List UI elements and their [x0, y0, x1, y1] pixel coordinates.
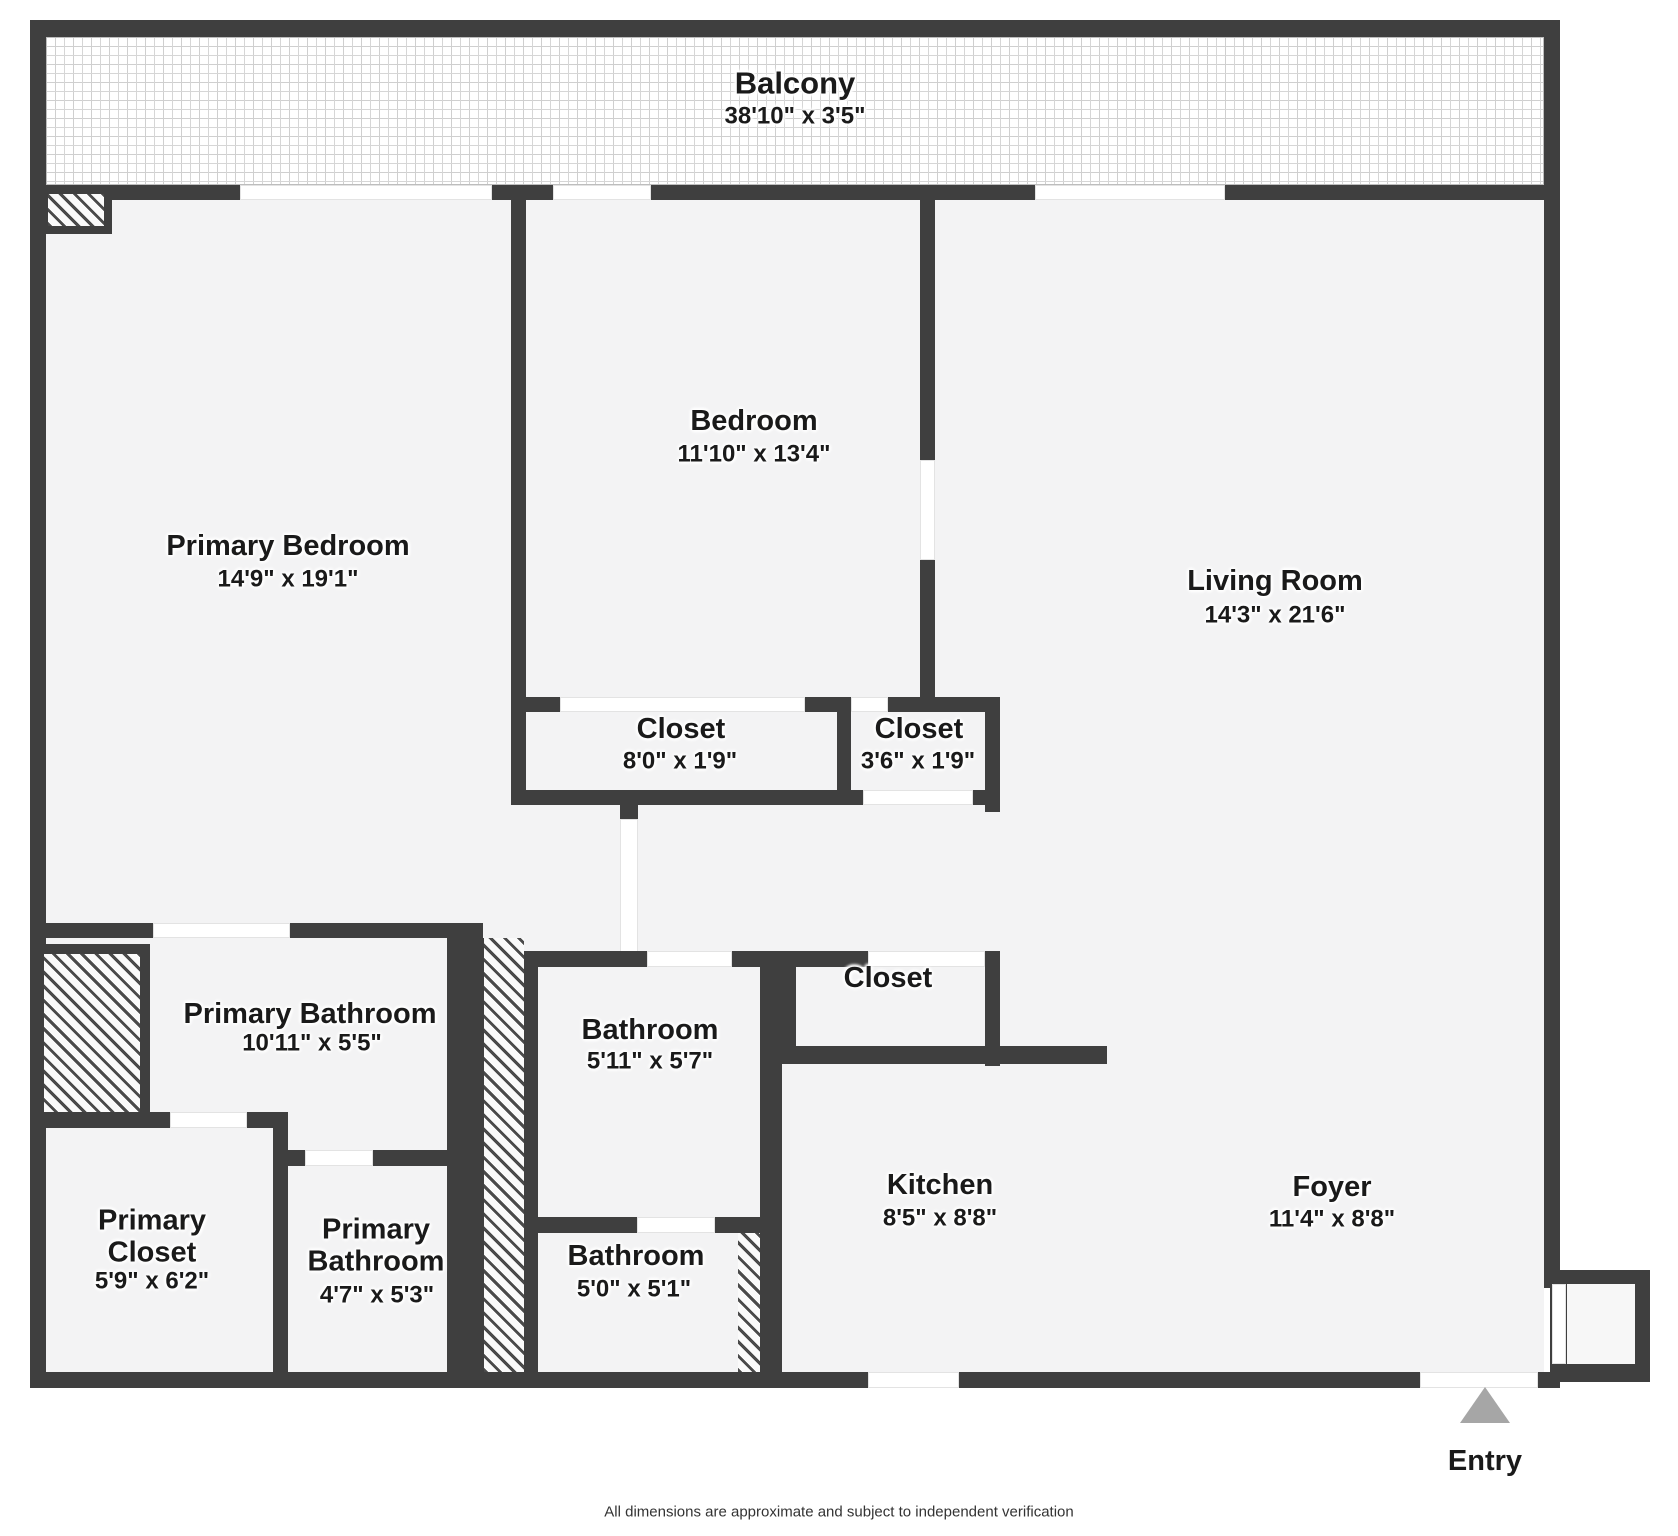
primary-bathroom2-label: Primary Bathroom	[308, 1214, 445, 1279]
closet-large-dims: 8'0" x 1'9"	[622, 747, 738, 775]
primary-closet-label: Primary Closet	[98, 1205, 206, 1270]
wall-bedroom-right	[920, 560, 935, 712]
kitchen-dims: 8'5" x 8'8"	[882, 1204, 998, 1232]
wall-outer-bottom	[30, 1372, 868, 1388]
wall-closet-right	[985, 697, 1000, 812]
wall-primary-closet-top	[30, 1112, 170, 1128]
bathroom-middle-dims: 5'11" x 5'7"	[586, 1047, 714, 1075]
primary-bathroom2-line2: Bathroom	[307, 1246, 445, 1278]
wall-hall-closet-left	[782, 967, 796, 1062]
wall-closet-bottom	[511, 790, 863, 805]
wall-outer-right	[1544, 20, 1560, 1288]
living-room-dims: 14'3" x 21'6"	[1204, 601, 1346, 629]
chase-hatch	[484, 938, 524, 1372]
balcony-label: Balcony	[734, 65, 856, 101]
wall-balcony	[1225, 185, 1544, 200]
wall-stub	[620, 805, 638, 819]
wall-bedroom-bottom	[888, 697, 1000, 712]
bathroom-middle-label: Bathroom	[581, 1013, 719, 1046]
primary-bedroom-label: Primary Bedroom	[166, 529, 410, 562]
wall-bedroom-right	[920, 185, 935, 460]
window-opening	[868, 1372, 959, 1388]
closet-hall-label: Closet	[843, 961, 933, 994]
wall-kitchen-top	[782, 1046, 1107, 1064]
primary-closet-dims: 5'9" x 6'2"	[94, 1267, 210, 1295]
balcony-deck	[46, 37, 1544, 185]
closet-door-opening	[560, 697, 805, 712]
kitchen-label: Kitchen	[886, 1168, 994, 1201]
closet-large-label: Closet	[636, 712, 726, 745]
primary-bathroom-door-opening	[153, 923, 290, 938]
bedroom-door-opening	[920, 460, 935, 560]
balcony-door-opening	[240, 185, 492, 200]
wall-balcony	[651, 185, 1035, 200]
disclaimer-text: All dimensions are approximate and subje…	[604, 1503, 1074, 1521]
wall-primary-bedroom-bottom	[290, 923, 483, 938]
primary-bathroom-label: Primary Bathroom	[183, 997, 437, 1030]
primary-bathroom2-dims: 4'7" x 5'3"	[319, 1281, 435, 1309]
bathroom-door-opening	[647, 951, 732, 967]
apartment-floor	[46, 200, 1544, 1372]
primary-closet-line2: Closet	[107, 1237, 197, 1269]
entry-arrow-icon	[1460, 1387, 1510, 1423]
entry-door-opening	[1420, 1372, 1538, 1388]
wall-chase-right	[524, 951, 538, 1372]
wall-closet-divider	[837, 712, 851, 805]
closet-door-opening	[863, 790, 973, 805]
wall-bedroom-bottom	[805, 697, 851, 712]
bathroom-door-opening	[637, 1217, 715, 1233]
wall-bathrooms-divider	[538, 1217, 637, 1233]
wall-outer-bottom	[959, 1372, 1420, 1388]
bedroom-dims: 11'10" x 13'4"	[677, 440, 831, 468]
primary-bedroom-dims: 14'9" x 19'1"	[217, 565, 359, 593]
wall-outer-top	[30, 20, 1560, 37]
bathroom-bottom-dims: 5'0" x 5'1"	[576, 1275, 692, 1303]
primary-closet-door-opening	[170, 1112, 247, 1128]
wall-bedroom-bottom	[526, 697, 560, 712]
fixture-hatch	[44, 954, 140, 1116]
wall-hall-closet-right	[985, 951, 1000, 1066]
alcove-door-opening	[1552, 1284, 1566, 1364]
foyer-label: Foyer	[1292, 1170, 1372, 1203]
entry-label: Entry	[1447, 1444, 1523, 1477]
wall-primary-bathroom2-top	[373, 1150, 484, 1166]
hall-door-opening	[620, 819, 638, 952]
closet-small-label: Closet	[874, 712, 964, 745]
closet-door-opening	[868, 951, 985, 967]
primary-closet-line1: Primary	[97, 1204, 207, 1237]
primary-bathroom2-door-opening	[305, 1150, 373, 1166]
wall-primary-bedroom-divider	[511, 185, 526, 805]
chase-hatch	[738, 1233, 760, 1372]
closet-door-opening	[851, 697, 888, 712]
foyer-dims: 11'4" x 8'8"	[1268, 1205, 1396, 1233]
wall-primary-bedroom-bottom	[30, 923, 153, 938]
entry-alcove-floor	[1567, 1284, 1635, 1364]
living-room-label: Living Room	[1187, 564, 1363, 597]
wall-bathrooms-divider	[715, 1217, 760, 1233]
primary-bathroom2-line1: Primary	[321, 1213, 431, 1246]
wall-primary-bathroom2-top	[288, 1150, 305, 1166]
bathroom-bottom-label: Bathroom	[567, 1239, 705, 1272]
closet-small-dims: 3'6" x 1'9"	[860, 747, 976, 775]
balcony-door-opening	[553, 185, 651, 200]
balcony-dims: 38'10" x 3'5"	[724, 102, 866, 130]
primary-bathroom-dims: 10'11" x 5'5"	[242, 1029, 382, 1057]
pier-hatch	[48, 194, 104, 226]
wall-primary-closet-right	[273, 1112, 288, 1372]
balcony-door-opening	[1035, 185, 1225, 200]
bedroom-label: Bedroom	[690, 404, 818, 437]
wall-bathroom-right	[760, 951, 782, 1372]
